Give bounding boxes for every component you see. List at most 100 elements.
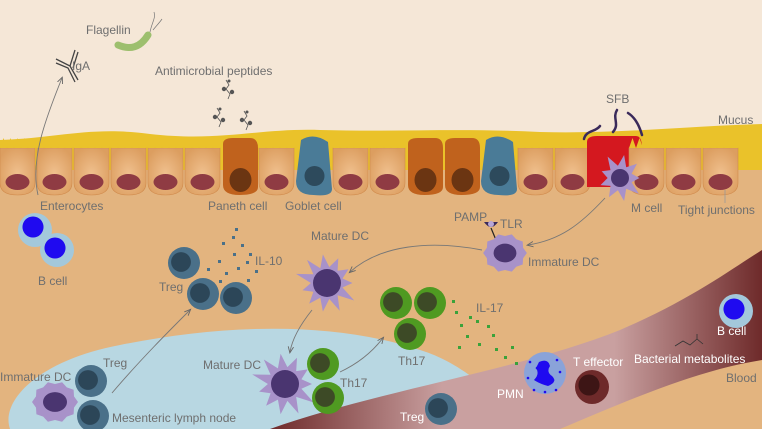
nucleus (310, 353, 330, 373)
label-enterocytes: Enterocytes (40, 199, 104, 213)
nucleus (611, 169, 629, 187)
paneth-cell (223, 138, 258, 195)
label-bacterial-metabolites: Bacterial metabolites (634, 352, 746, 366)
antimicrobial-peptide-icon (221, 79, 235, 100)
cytokine-dot (233, 253, 236, 256)
nucleus (44, 237, 66, 259)
label-blood: Blood (726, 371, 757, 385)
enterocyte-cell (628, 138, 665, 196)
label-mucus: Mucus (718, 113, 754, 127)
nucleus (489, 166, 510, 186)
cytokine-dot (476, 320, 479, 323)
nucleus (304, 166, 325, 186)
cytokine-dot (222, 242, 225, 245)
th17-cell-lp (380, 287, 412, 319)
mature-dc-ln (252, 353, 314, 415)
dc-migration-arrow (350, 244, 483, 272)
antimicrobial-peptides (212, 79, 253, 131)
nucleus (671, 174, 696, 190)
label-goblet-cell: Goblet cell (285, 199, 342, 213)
nucleus (229, 168, 252, 192)
sfb-bacteria-icon (582, 108, 644, 141)
cytokine-dot (511, 346, 514, 349)
epithelium (0, 136, 739, 196)
cytokine-dot (469, 316, 472, 319)
enterocyte-cell (332, 138, 369, 196)
bacterial-metabolite-molecule-icon (674, 334, 704, 347)
nucleus (116, 174, 141, 190)
label-flagellin: Flagellin (86, 23, 131, 37)
th17-to-lp-arrow (339, 338, 383, 373)
goblet-cell (481, 136, 517, 196)
cytokine-dot (237, 267, 240, 270)
nucleus (43, 392, 67, 412)
label-sfb: SFB (606, 92, 630, 106)
nucleus (264, 174, 289, 190)
cytokine-dot (492, 334, 495, 337)
nucleus (80, 405, 100, 425)
label-immature-dc-lp: Immature DC (528, 255, 600, 269)
cytokine-dot (515, 362, 518, 365)
nucleus (428, 398, 448, 418)
paneth-cell (445, 138, 480, 195)
enterocyte-cell (0, 138, 36, 196)
nucleus (338, 174, 363, 190)
th17-cell-ln (307, 348, 339, 380)
immature-dc-ln (32, 382, 78, 422)
enterocyte-cell (258, 138, 295, 196)
nucleus (190, 174, 215, 190)
mature-dc-lp (296, 254, 355, 312)
treg-to-lp-arrow (111, 310, 190, 394)
th17-cell-ln (312, 382, 344, 414)
cytokine-dot (241, 244, 244, 247)
treg-cell-ln (77, 400, 109, 429)
cytokine-dot (487, 325, 490, 328)
cytokine-dot (495, 348, 498, 351)
enterocyte-cell (110, 138, 147, 196)
b-cell-blood (719, 294, 753, 328)
nucleus (313, 269, 341, 297)
enterocyte-cell (517, 138, 554, 196)
label-il10: IL-10 (255, 254, 283, 268)
b-cell-lp (40, 233, 74, 267)
th17-cell-lp (394, 318, 426, 350)
cytokine-dot (466, 335, 469, 338)
nucleus (190, 283, 210, 303)
m-cell-dc (600, 155, 640, 201)
label-treg-lp: Treg (159, 280, 184, 294)
nucleus (223, 287, 243, 307)
cytokine-dot (458, 346, 461, 349)
label-m-cell: M cell (631, 201, 663, 215)
nucleus (414, 168, 437, 192)
enterocyte-cell (554, 138, 591, 196)
cytokine-dot (249, 253, 252, 256)
cytokine-dot (247, 279, 250, 282)
dc-to-ln-arrow (290, 309, 313, 352)
goblet-cell (296, 136, 332, 196)
nucleus (22, 216, 44, 238)
iga-arrow (35, 78, 62, 196)
label-treg-ln: Treg (103, 356, 128, 370)
nucleus (42, 174, 67, 190)
iga-antibody-icon (55, 49, 79, 83)
label-b-cell-lp: B cell (38, 274, 68, 288)
nucleus (578, 374, 600, 396)
nucleus (271, 370, 299, 398)
t-effector-cell (575, 370, 609, 404)
cytokine-dot (218, 260, 221, 263)
label-antimicrobial-peptides: Antimicrobial peptides (155, 64, 273, 78)
label-t-effector: T effector (573, 355, 624, 369)
cytokine-dot (207, 268, 210, 271)
label-paneth-cell: Paneth cell (208, 199, 268, 213)
nucleus (708, 174, 733, 190)
label-treg-blood: Treg (400, 410, 425, 424)
cytokine-dot (246, 261, 249, 264)
cytokine-dot (478, 343, 481, 346)
label-th17-ln: Th17 (340, 376, 368, 390)
treg-cell-ln (75, 365, 107, 397)
antimicrobial-peptide-icon (212, 107, 226, 128)
enterocyte-cell (36, 138, 73, 196)
label-pamp: PAMP (454, 210, 488, 224)
nucleus (79, 174, 104, 190)
